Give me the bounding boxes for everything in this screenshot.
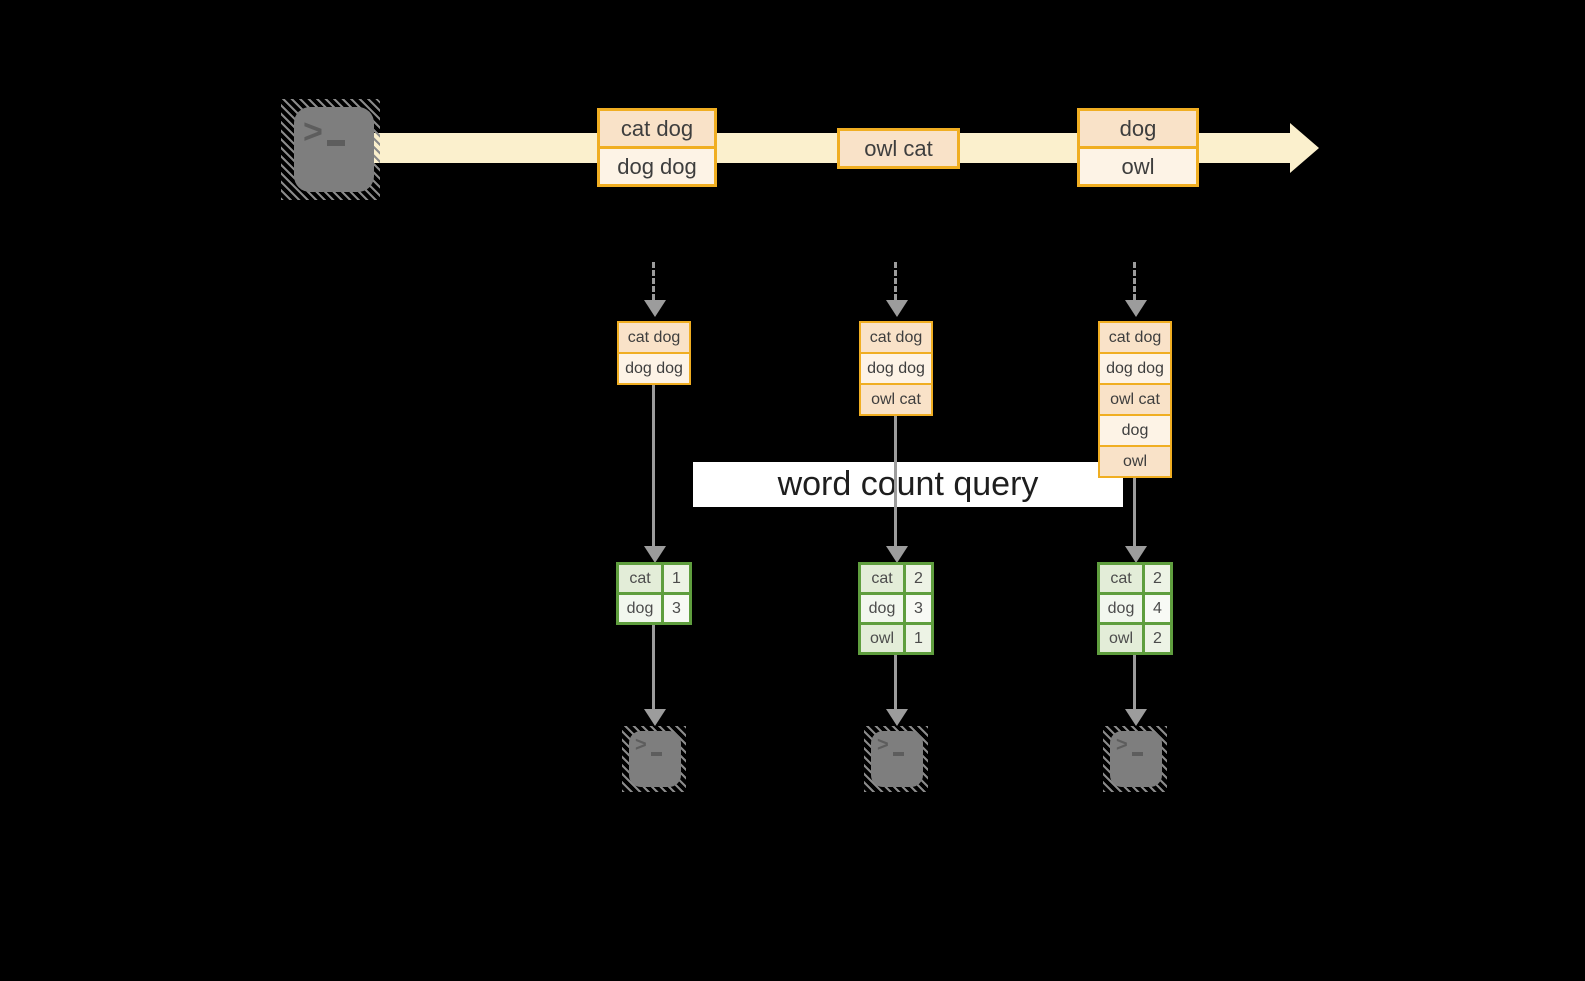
count-cell: 2 [1142,562,1173,595]
query-banner-label: word count query [777,465,1039,503]
prompt-chevron-icon: > [303,113,323,151]
stream-batch-1: cat dog dog dog [597,108,717,187]
ingest-arrow-2 [894,262,897,300]
query-arrow-3 [1133,478,1136,548]
count-cell: 2 [1142,622,1173,655]
output-arrow-1 [652,625,655,710]
output-arrow-2 [894,655,897,710]
table-row: dog 4 [1097,592,1173,625]
word-cell: dog [1097,592,1145,625]
prompt-cursor-icon [651,752,662,756]
word-cell: dog [616,592,664,625]
query-arrowhead-icon [1125,546,1147,563]
count-cell: 3 [661,592,692,625]
word-count-table-2: cat 2 dog 3 owl 1 [858,562,934,655]
terminal-output-icon-3: > [1103,726,1167,792]
stream-batch-2: owl cat [837,128,960,169]
terminal-output-icon-2: > [864,726,928,792]
table-row: cat 2 [858,562,934,595]
table-row: cat 1 [616,562,692,595]
buffer-line: dog dog [617,352,691,385]
buffer-line: owl [1098,445,1172,478]
ingest-arrowhead-icon [886,300,908,317]
buffer-line: owl cat [859,383,933,416]
ingest-arrow-3 [1133,262,1136,300]
terminal-output-icon-1: > [622,726,686,792]
ingest-arrowhead-icon [644,300,666,317]
ingest-arrow-1 [652,262,655,300]
prompt-chevron-icon: > [877,734,889,756]
count-cell: 1 [661,562,692,595]
buffer-line: dog [1098,414,1172,447]
query-arrowhead-icon [886,546,908,563]
count-cell: 3 [903,592,934,625]
batch-buffer-2: cat dog dog dog owl cat [859,321,933,416]
prompt-cursor-icon [893,752,904,756]
prompt-chevron-icon: > [635,734,647,756]
word-count-table-3: cat 2 dog 4 owl 2 [1097,562,1173,655]
batch-line: cat dog [600,111,714,149]
buffer-line: cat dog [1098,321,1172,354]
word-count-table-1: cat 1 dog 3 [616,562,692,625]
output-arrow-3 [1133,655,1136,710]
word-cell: owl [858,622,906,655]
buffer-line: cat dog [617,321,691,354]
buffer-line: cat dog [859,321,933,354]
count-cell: 2 [903,562,934,595]
prompt-chevron-icon: > [1116,734,1128,756]
query-arrow-2 [894,416,897,548]
buffer-line: dog dog [859,352,933,385]
count-cell: 4 [1142,592,1173,625]
batch-line: dog [1080,111,1196,149]
ingest-arrowhead-icon [1125,300,1147,317]
count-cell: 1 [903,622,934,655]
query-arrowhead-icon [644,546,666,563]
table-row: dog 3 [858,592,934,625]
word-cell: dog [858,592,906,625]
terminal-icon-body [629,731,681,787]
word-cell: cat [616,562,664,595]
batch-buffer-3: cat dog dog dog owl cat dog owl [1098,321,1172,478]
buffer-line: owl cat [1098,383,1172,416]
batch-buffer-1: cat dog dog dog [617,321,691,385]
batch-line: owl cat [840,131,957,166]
query-banner: word count query [693,462,1123,507]
stream-arrowhead-icon [1290,123,1319,173]
query-arrow-1 [652,385,655,548]
table-row: owl 1 [858,622,934,655]
batch-line: owl [1080,149,1196,184]
output-arrowhead-icon [644,709,666,726]
terminal-icon-body [871,731,923,787]
buffer-line: dog dog [1098,352,1172,385]
output-arrowhead-icon [1125,709,1147,726]
table-row: owl 2 [1097,622,1173,655]
word-cell: cat [858,562,906,595]
output-arrowhead-icon [886,709,908,726]
terminal-icon-body [1110,731,1162,787]
table-row: dog 3 [616,592,692,625]
table-row: cat 2 [1097,562,1173,595]
stream-batch-3: dog owl [1077,108,1199,187]
batch-line: dog dog [600,149,714,184]
word-cell: owl [1097,622,1145,655]
terminal-icon-body [294,107,374,192]
terminal-source-icon: > [281,99,380,200]
word-cell: cat [1097,562,1145,595]
prompt-cursor-icon [327,140,345,146]
prompt-cursor-icon [1132,752,1143,756]
